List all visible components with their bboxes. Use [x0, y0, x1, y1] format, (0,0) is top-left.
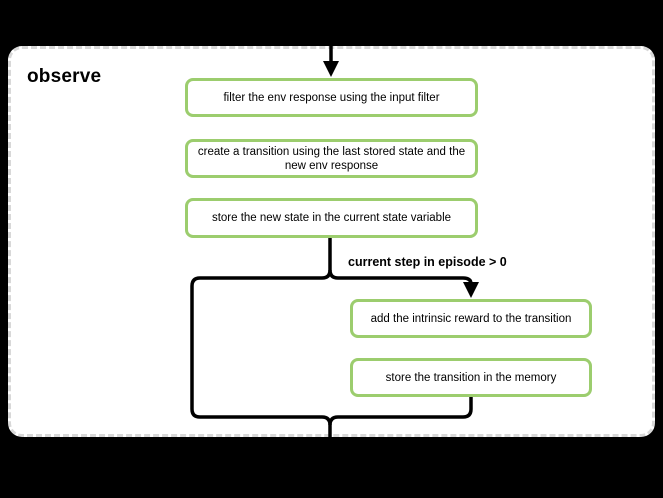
step-label: add the intrinsic reward to the transiti…	[370, 312, 572, 325]
frame-title: observe	[27, 66, 102, 87]
step-box-create-transition: create a transition using the last store…	[185, 139, 478, 178]
step-label: store the transition in the memory	[385, 371, 557, 384]
condition-label: current step in episode > 0	[348, 255, 507, 269]
step-label: store the new state in the current state…	[211, 212, 452, 224]
step-box-store-transition: store the transition in the memory	[350, 358, 592, 397]
step-box-store-new-state: store the new state in the current state…	[185, 198, 478, 238]
step-box-filter-env-response: filter the env response using the input …	[185, 78, 478, 117]
step-label: filter the env response using the input …	[223, 91, 440, 104]
step-box-add-intrinsic-reward: add the intrinsic reward to the transiti…	[350, 299, 592, 338]
step-label: create a transition using the last store…	[197, 145, 466, 172]
